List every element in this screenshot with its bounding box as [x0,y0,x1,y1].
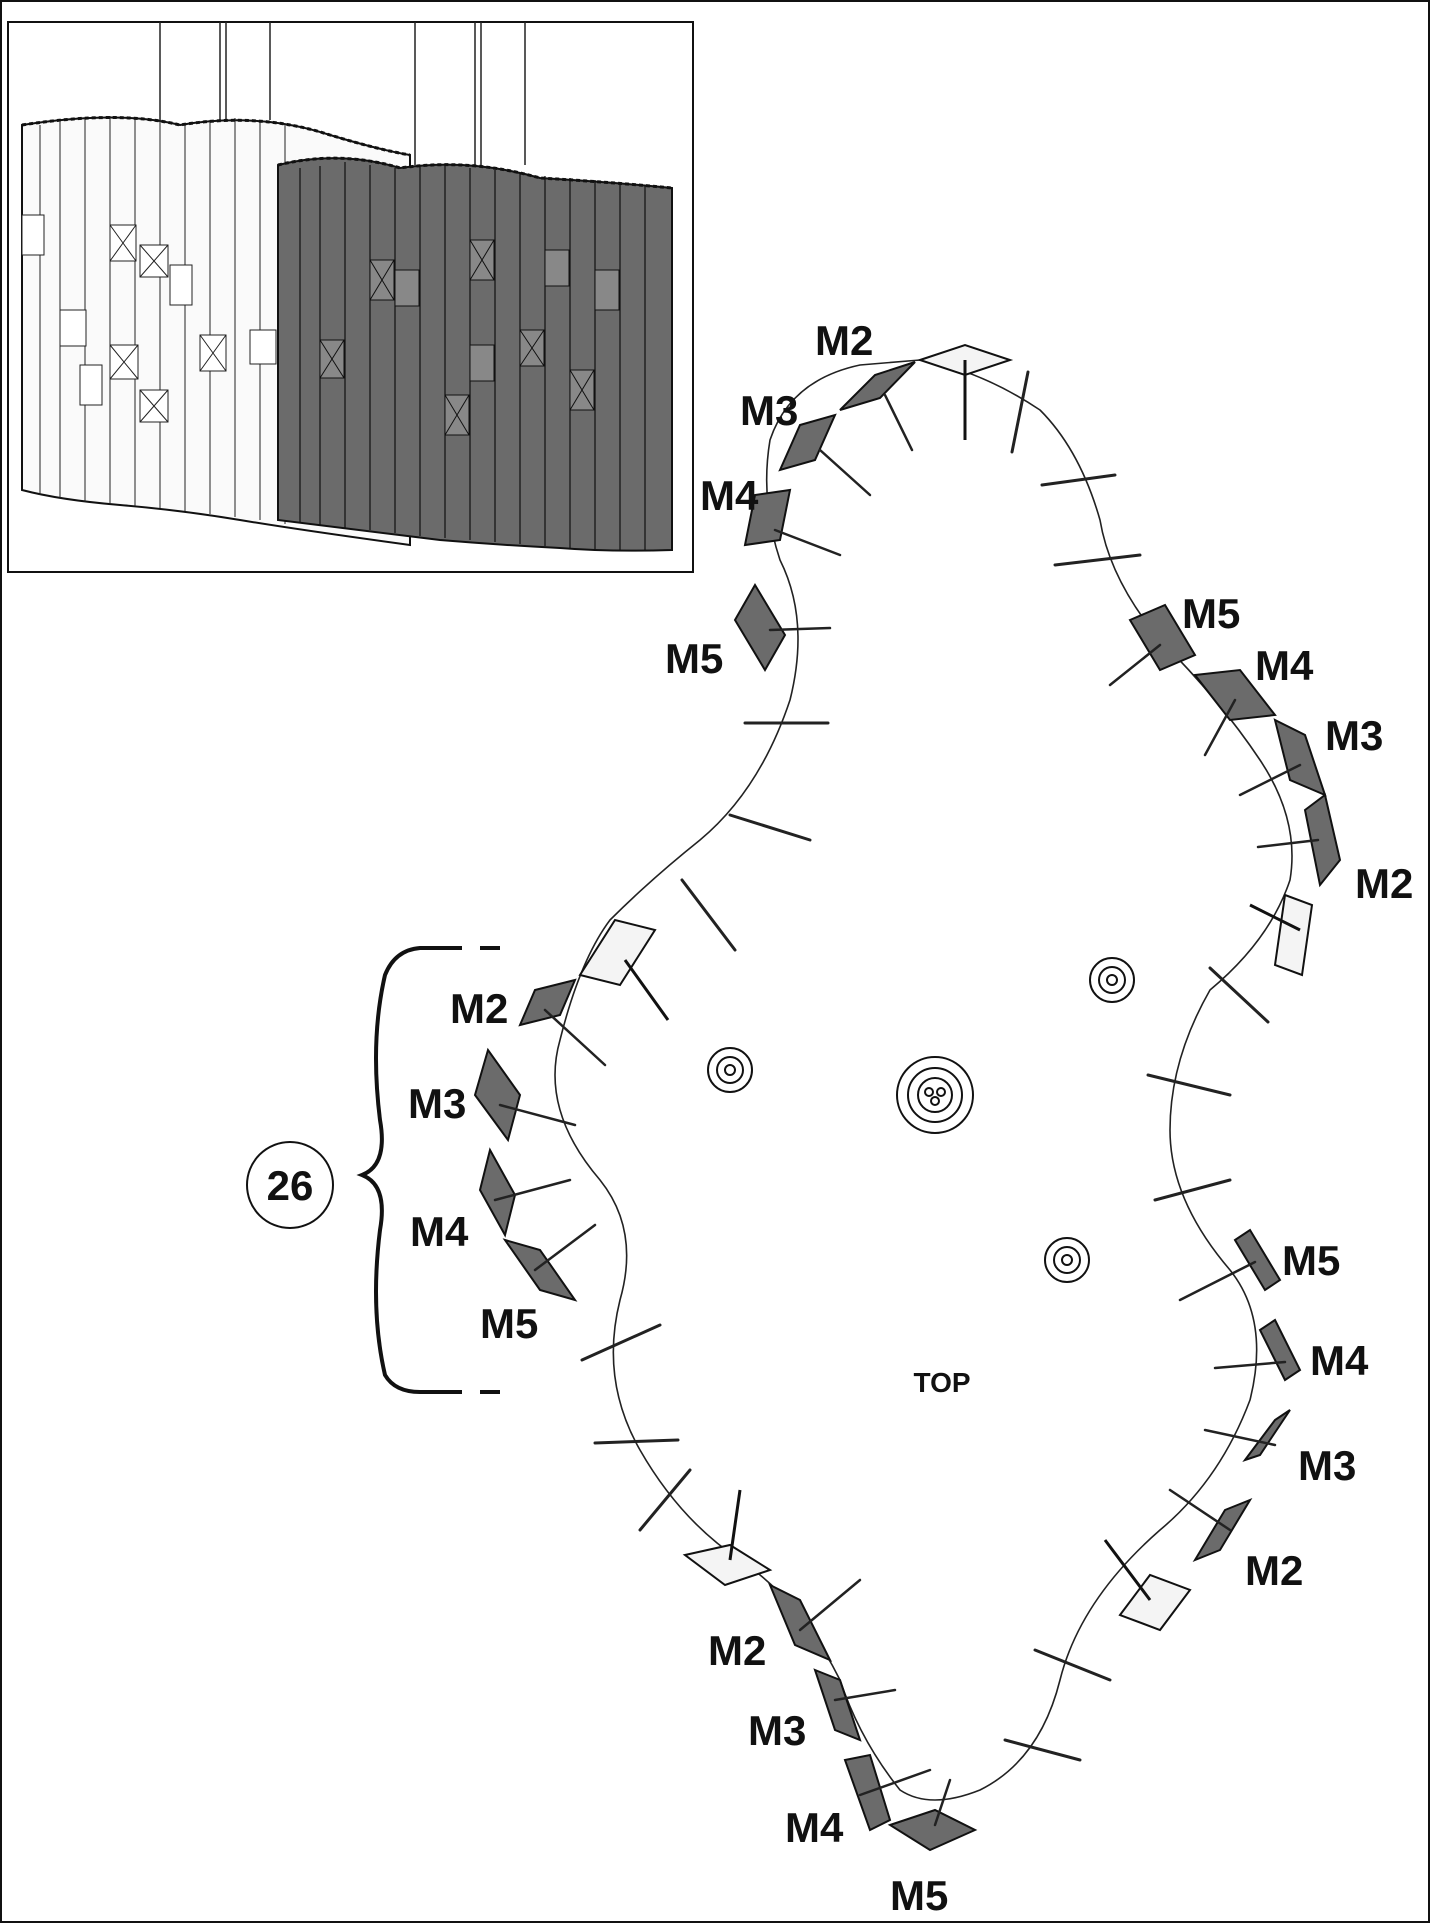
step-number: 26 [267,1162,314,1209]
module-left-middle-m2 [518,978,577,1027]
label-right-lower-m4: M4 [1310,1337,1369,1384]
centre-fixtures [707,957,1135,1283]
label-right-upper-m3: M3 [1325,712,1383,759]
suspension-cables [159,22,526,170]
label-left-middle-m3: M3 [408,1080,466,1127]
canopy-right-upper-icon [1089,957,1135,1003]
label-top-left-m2: M2 [815,317,873,364]
white-panel-lines [39,116,286,524]
module-bottom-m3 [813,1668,862,1742]
label-right-upper-m2: M2 [1355,860,1413,907]
module-left-middle-m5 [502,1238,578,1302]
module-bottom-m2 [768,1582,833,1662]
module-right-lower-m3 [1242,1409,1291,1462]
dark-modules [473,361,1342,1852]
module-top-left-m2 [839,361,916,411]
light-connector-right [1273,893,1314,977]
label-top-left-m4: M4 [700,472,759,519]
dark-top-fringe [277,156,673,190]
label-top-left-m5: M5 [665,635,723,682]
frame-rods [580,370,1270,1762]
module-right-upper-m4 [1193,668,1277,722]
module-top-left-m3 [778,413,837,472]
module-right-lower-m5 [1233,1228,1282,1292]
label-right-lower-m3: M3 [1298,1442,1356,1489]
light-connector-left [578,918,657,987]
label-left-middle-m4: M4 [410,1208,469,1255]
module-right-lower-m2 [1192,1497,1253,1563]
module-top-left-m5 [733,583,787,672]
white-top-fringe [21,116,411,157]
label-bottom-m3: M3 [748,1707,806,1754]
light-connector-bottom-left [682,1543,773,1587]
dark-crystal-blocks [319,239,620,436]
label-right-lower-m2: M2 [1245,1547,1303,1594]
label-right-upper-m5: M5 [1182,590,1240,637]
label-bottom-m4: M4 [785,1804,844,1851]
module-left-middle-m3 [473,1047,522,1143]
label-right-upper-m4: M4 [1255,642,1314,689]
label-left-middle-m2: M2 [450,985,508,1032]
label-bottom-m5: M5 [890,1872,948,1919]
top-label: TOP [913,1367,970,1398]
light-connectors [578,343,1314,1632]
label-top-left-m3: M3 [740,387,798,434]
label-bottom-m2: M2 [708,1627,766,1674]
frame-outline [554,359,1293,1801]
main-canopy-icon [896,1056,974,1134]
module-bottom-m5 [887,1808,978,1852]
white-crystal-blocks [21,214,277,423]
module-right-upper-m2 [1303,793,1342,888]
module-rods [493,393,1320,1827]
step-number-circle [246,1141,334,1229]
group-bracket [356,946,462,1394]
canopy-left-icon [707,1047,753,1093]
label-right-lower-m5: M5 [1282,1237,1340,1284]
label-left-middle-m5: M5 [480,1300,538,1347]
canopy-right-lower-icon [1044,1237,1090,1283]
inset-illustration [7,21,694,573]
